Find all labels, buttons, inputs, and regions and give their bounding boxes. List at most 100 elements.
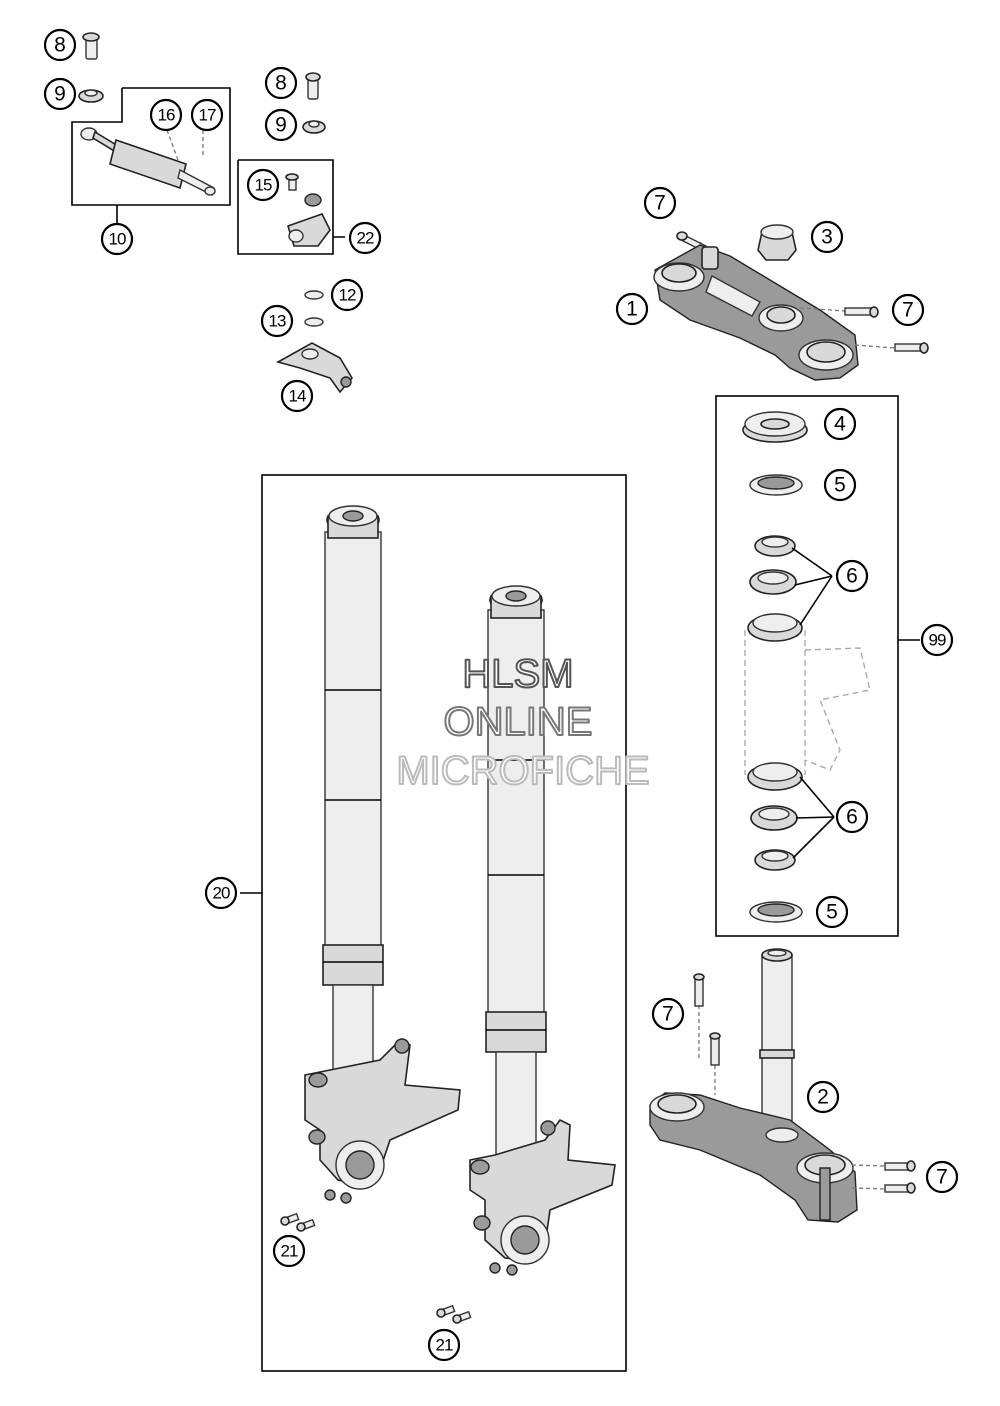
callout-15: 15 (246, 168, 280, 202)
upper-triple-clamp-part (653, 244, 859, 381)
steering-stem-part (759, 948, 795, 1126)
bolt-part (305, 72, 321, 100)
nut-part (302, 120, 326, 134)
axle-clamp-bolts-left (280, 1212, 316, 1232)
svg-text:9: 9 (54, 83, 66, 106)
bearing-race-part (747, 613, 803, 642)
callout-1: 1 (615, 292, 649, 326)
lower-triple-clamp-group (649, 948, 916, 1223)
top-nut-part (757, 224, 797, 261)
callout-4: 4 (823, 407, 857, 441)
nut-part (78, 89, 104, 103)
damper-box (71, 87, 231, 206)
svg-text:10: 10 (109, 230, 126, 249)
svg-text:99: 99 (929, 631, 946, 650)
callout-2: 2 (806, 1080, 840, 1114)
bolt-part (884, 1182, 916, 1194)
callout-3: 3 (810, 220, 844, 254)
bearing-race-part (747, 762, 803, 791)
callout-7: 7 (643, 186, 677, 220)
svg-text:21: 21 (281, 1242, 298, 1261)
damper-clamp-group (237, 72, 353, 394)
svg-text:15: 15 (255, 176, 272, 195)
bearing-part (754, 849, 796, 871)
callout-9: 9 (264, 108, 298, 142)
watermark-line3: MICROFICHE (396, 749, 649, 793)
callout-14: 14 (280, 379, 314, 413)
svg-text:12: 12 (339, 286, 356, 305)
svg-text:14: 14 (289, 387, 306, 406)
seal-ring-part (749, 901, 803, 923)
callout-20: 20 (204, 876, 238, 910)
svg-text:3: 3 (821, 226, 833, 249)
svg-text:5: 5 (826, 901, 838, 924)
svg-text:7: 7 (662, 1003, 674, 1026)
lower-triple-clamp-part (649, 1092, 858, 1223)
svg-text:13: 13 (269, 312, 286, 331)
watermark-line2: ONLINE (444, 700, 593, 744)
callout-17: 17 (190, 98, 224, 132)
callout-13: 13 (260, 304, 294, 338)
callout-22: 22 (348, 221, 382, 255)
callout-9: 9 (43, 77, 77, 111)
bolt-part (884, 1160, 916, 1172)
svg-text:5: 5 (834, 474, 846, 497)
washer-part (304, 317, 324, 327)
svg-text:17: 17 (199, 106, 216, 125)
callout-5: 5 (815, 895, 849, 929)
callout-99: 99 (920, 623, 954, 657)
watermark: HLSM ONLINE MICROFICHE (395, 651, 650, 794)
fork-leg-right-part (469, 585, 616, 1276)
callout-6: 6 (835, 559, 869, 593)
axle-clamp-bolts-right (436, 1304, 472, 1324)
bolt-part (894, 342, 929, 354)
callout-6: 6 (835, 800, 869, 834)
seal-ring-part (749, 474, 803, 496)
steering-damper-group (71, 32, 231, 225)
bearing-kit-group (715, 395, 920, 937)
svg-text:22: 22 (357, 229, 374, 248)
fork-legs-group (240, 474, 627, 1372)
callout-21: 21 (272, 1234, 306, 1268)
fork-legs-box (261, 474, 627, 1372)
clamp-part (285, 173, 331, 247)
svg-text:21: 21 (436, 1336, 453, 1355)
svg-text:7: 7 (936, 1166, 948, 1189)
callout-7: 7 (891, 293, 925, 327)
svg-text:8: 8 (54, 34, 66, 57)
bolt-part (82, 32, 100, 60)
steering-damper-part (80, 127, 216, 197)
svg-text:9: 9 (275, 114, 287, 137)
bearing-kit-box (715, 395, 899, 937)
svg-text:16: 16 (158, 106, 175, 125)
bearing-part (754, 535, 796, 557)
callout-12: 12 (330, 278, 364, 312)
svg-text:4: 4 (834, 413, 846, 436)
mounting-bracket-part (275, 342, 353, 394)
bolt-part (693, 973, 705, 1007)
frame-steering-head-outline (744, 630, 871, 775)
bearing-part (749, 569, 797, 595)
svg-text:7: 7 (654, 192, 666, 215)
svg-text:8: 8 (275, 72, 287, 95)
dust-cover-part (742, 411, 808, 443)
callout-16: 16 (149, 98, 183, 132)
callout-7: 7 (925, 1160, 959, 1194)
bearing-part (750, 805, 798, 831)
svg-text:2: 2 (817, 1086, 829, 1109)
svg-text:6: 6 (846, 565, 858, 588)
washer-part (304, 290, 324, 300)
callouts: 8 9 16 17 10 8 9 15 22 12 13 14 7 3 1 7 … (43, 28, 959, 1362)
callout-5: 5 (823, 468, 857, 502)
callout-7: 7 (651, 997, 685, 1031)
watermark-line1: HLSM (462, 652, 573, 696)
bolt-part (844, 306, 879, 318)
callout-8: 8 (264, 66, 298, 100)
callout-10: 10 (100, 222, 134, 256)
upper-triple-clamp-group (653, 224, 929, 381)
fork-leg-left-part (304, 505, 461, 1204)
callout-21: 21 (427, 1328, 461, 1362)
svg-text:20: 20 (213, 884, 230, 903)
svg-text:7: 7 (902, 299, 914, 322)
